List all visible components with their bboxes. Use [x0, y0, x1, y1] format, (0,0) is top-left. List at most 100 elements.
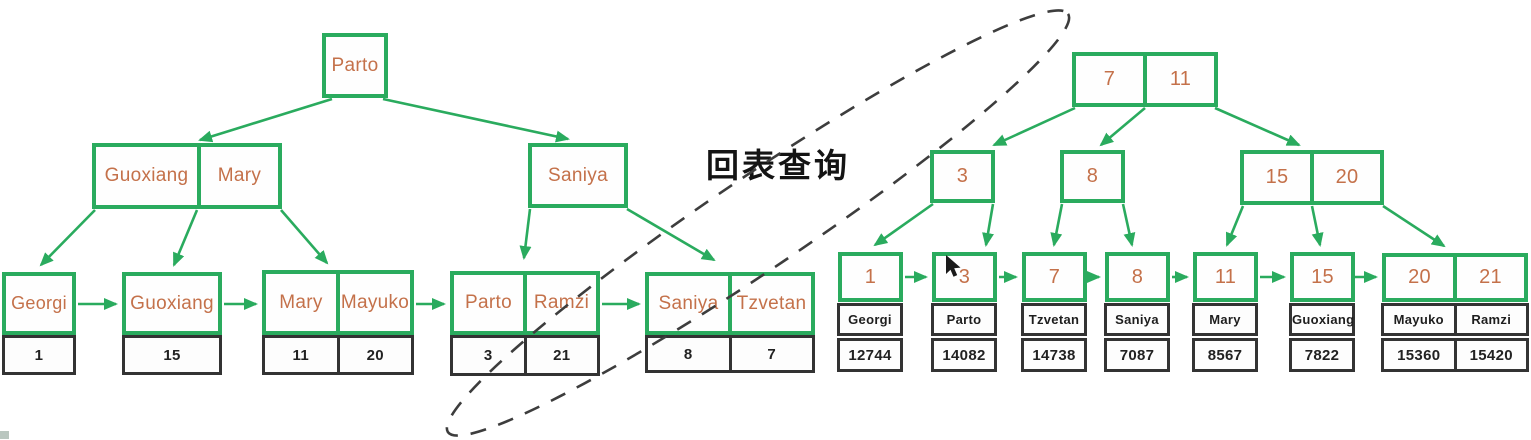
edge	[626, 207, 716, 262]
secondary-leaf-id-row: 1	[2, 335, 76, 375]
key-cell: 15	[1311, 265, 1334, 288]
clustered-leaf-row: 12744	[837, 338, 903, 372]
edge	[519, 208, 532, 260]
edge	[172, 209, 199, 267]
clustered-leaf-row: 7087	[1104, 338, 1170, 372]
key-cell: Saniya	[548, 164, 608, 186]
key-cell: Parto	[465, 292, 512, 313]
id-cell: 20	[336, 338, 412, 372]
edge	[1214, 106, 1301, 147]
edge	[992, 106, 1076, 147]
clustered-leaf-name: Parto	[931, 303, 997, 336]
name-cell: Mary	[1209, 312, 1241, 327]
key-cell: 7	[1048, 265, 1061, 288]
edge	[280, 209, 329, 265]
edge	[382, 97, 570, 143]
key-cell: 3	[956, 165, 969, 187]
row-value-cell: 15360	[1397, 346, 1441, 364]
key-cell: 7	[1103, 68, 1116, 90]
clustered-leaf-key: 3	[932, 252, 997, 302]
secondary-internal-node-left: Guoxiang Mary	[92, 143, 282, 209]
secondary-leaf-node: Saniya Tzvetan	[645, 272, 815, 335]
clustered-leaf-key: 15	[1290, 252, 1355, 302]
key-cell: Mary	[197, 147, 278, 205]
edge	[198, 97, 333, 143]
secondary-leaf-node: Mary Mayuko	[262, 270, 414, 335]
clustered-leaf-name: Georgi	[837, 303, 903, 336]
name-cell: Mayuko	[1393, 312, 1444, 327]
key-cell: Tzvetan	[728, 276, 811, 331]
clustered-leaf-key: 1	[838, 252, 903, 302]
secondary-root-node: Parto	[322, 33, 388, 98]
edge	[1225, 205, 1245, 247]
back-to-table-label: 回表查询	[706, 147, 850, 184]
corner-mark	[0, 431, 9, 439]
key-cell: 1	[864, 265, 877, 288]
row-value-cell: 15420	[1453, 341, 1527, 369]
clustered-leaf-row: 8567	[1192, 338, 1258, 372]
secondary-leaf-node: Georgi	[2, 272, 76, 335]
edge	[39, 209, 96, 267]
clustered-leaf-row: 15360 15420	[1381, 338, 1529, 372]
key-cell: 8	[1131, 265, 1144, 288]
clustered-root-node: 7 11	[1072, 52, 1218, 107]
key-cell: Georgi	[11, 293, 67, 313]
row-value-cell: 14082	[942, 346, 986, 364]
key-cell: 20	[1310, 154, 1380, 201]
id-cell: 15	[163, 346, 181, 364]
edge	[1099, 107, 1146, 147]
clustered-leaf-name: Mayuko Ramzi	[1381, 303, 1529, 336]
row-value-cell: 7087	[1119, 346, 1155, 364]
clustered-leaf-key: 7	[1022, 252, 1087, 302]
clustered-leaf-row: 14082	[931, 338, 997, 372]
clustered-leaf-name: Saniya	[1104, 303, 1170, 336]
clustered-internal-node: 8	[1060, 150, 1125, 203]
id-cell: 3	[483, 347, 493, 364]
edge	[873, 202, 934, 247]
key-cell: 21	[1453, 257, 1524, 298]
key-cell: 11	[1214, 265, 1237, 288]
clustered-internal-node: 15 20	[1240, 150, 1384, 205]
clustered-leaf-name: Tzvetan	[1021, 303, 1087, 336]
key-cell: 20	[1408, 266, 1431, 288]
name-cell: Parto	[946, 312, 982, 327]
secondary-leaf-id-row: 11 20	[262, 335, 414, 375]
name-cell: Georgi	[848, 312, 892, 327]
edge	[1050, 203, 1064, 247]
key-cell: 15	[1265, 166, 1289, 188]
row-value-cell: 12744	[848, 346, 892, 364]
id-cell: 21	[523, 338, 598, 373]
key-cell: Ramzi	[523, 275, 596, 331]
clustered-leaf-name: Guoxiang	[1289, 303, 1355, 336]
edge	[1310, 205, 1324, 247]
key-cell: Guoxiang	[130, 292, 214, 314]
key-cell: Mayuko	[336, 274, 410, 331]
secondary-internal-node-right: Saniya	[528, 143, 628, 208]
clustered-leaf-name: Mary	[1192, 303, 1258, 336]
row-value-cell: 8567	[1207, 346, 1243, 364]
edge	[982, 203, 995, 247]
name-cell: Tzvetan	[1028, 312, 1080, 327]
id-cell: 8	[683, 345, 693, 363]
secondary-leaf-id-row: 15	[122, 335, 222, 375]
clustered-leaf-row: 7822	[1289, 338, 1355, 372]
key-cell: Mary	[279, 291, 323, 313]
clustered-leaf-key: 20 21	[1382, 253, 1528, 302]
secondary-leaf-node: Guoxiang	[122, 272, 222, 335]
edge	[1382, 204, 1446, 248]
clustered-leaf-key: 8	[1105, 252, 1170, 302]
secondary-leaf-node: Parto Ramzi	[450, 271, 600, 335]
clustered-leaf-key: 11	[1193, 252, 1258, 302]
clustered-internal-node: 3	[930, 150, 995, 203]
name-cell: Ramzi	[1453, 306, 1527, 333]
id-cell: 1	[34, 346, 44, 364]
id-cell: 7	[728, 338, 813, 370]
name-cell: Guoxiang	[1292, 312, 1355, 327]
key-cell: Saniya	[658, 292, 719, 314]
key-cell: 8	[1086, 165, 1099, 187]
key-cell: Guoxiang	[104, 165, 189, 186]
name-cell: Saniya	[1115, 312, 1159, 327]
key-cell: 11	[1143, 56, 1214, 103]
